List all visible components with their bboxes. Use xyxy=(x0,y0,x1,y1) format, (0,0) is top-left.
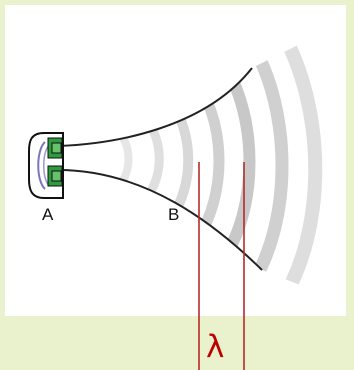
speaker-driver xyxy=(28,132,64,199)
speaker-core-top xyxy=(51,142,62,154)
speaker-core-bottom xyxy=(51,170,62,182)
wavelength-symbol: λ xyxy=(206,329,225,365)
wavefront-1 xyxy=(115,128,133,190)
horn-lower-outline xyxy=(57,169,263,271)
speaker-diaphragm-inner xyxy=(43,144,50,187)
point-a-label: A xyxy=(42,205,54,224)
horn-upper-outline xyxy=(57,67,253,147)
wavefront-6 xyxy=(246,40,289,288)
wavefront-7 xyxy=(273,25,323,300)
sound-wavefronts xyxy=(115,25,323,300)
wavefront-3 xyxy=(166,99,194,221)
speaker-diaphragm xyxy=(37,141,46,190)
point-b-label: B xyxy=(168,205,180,224)
